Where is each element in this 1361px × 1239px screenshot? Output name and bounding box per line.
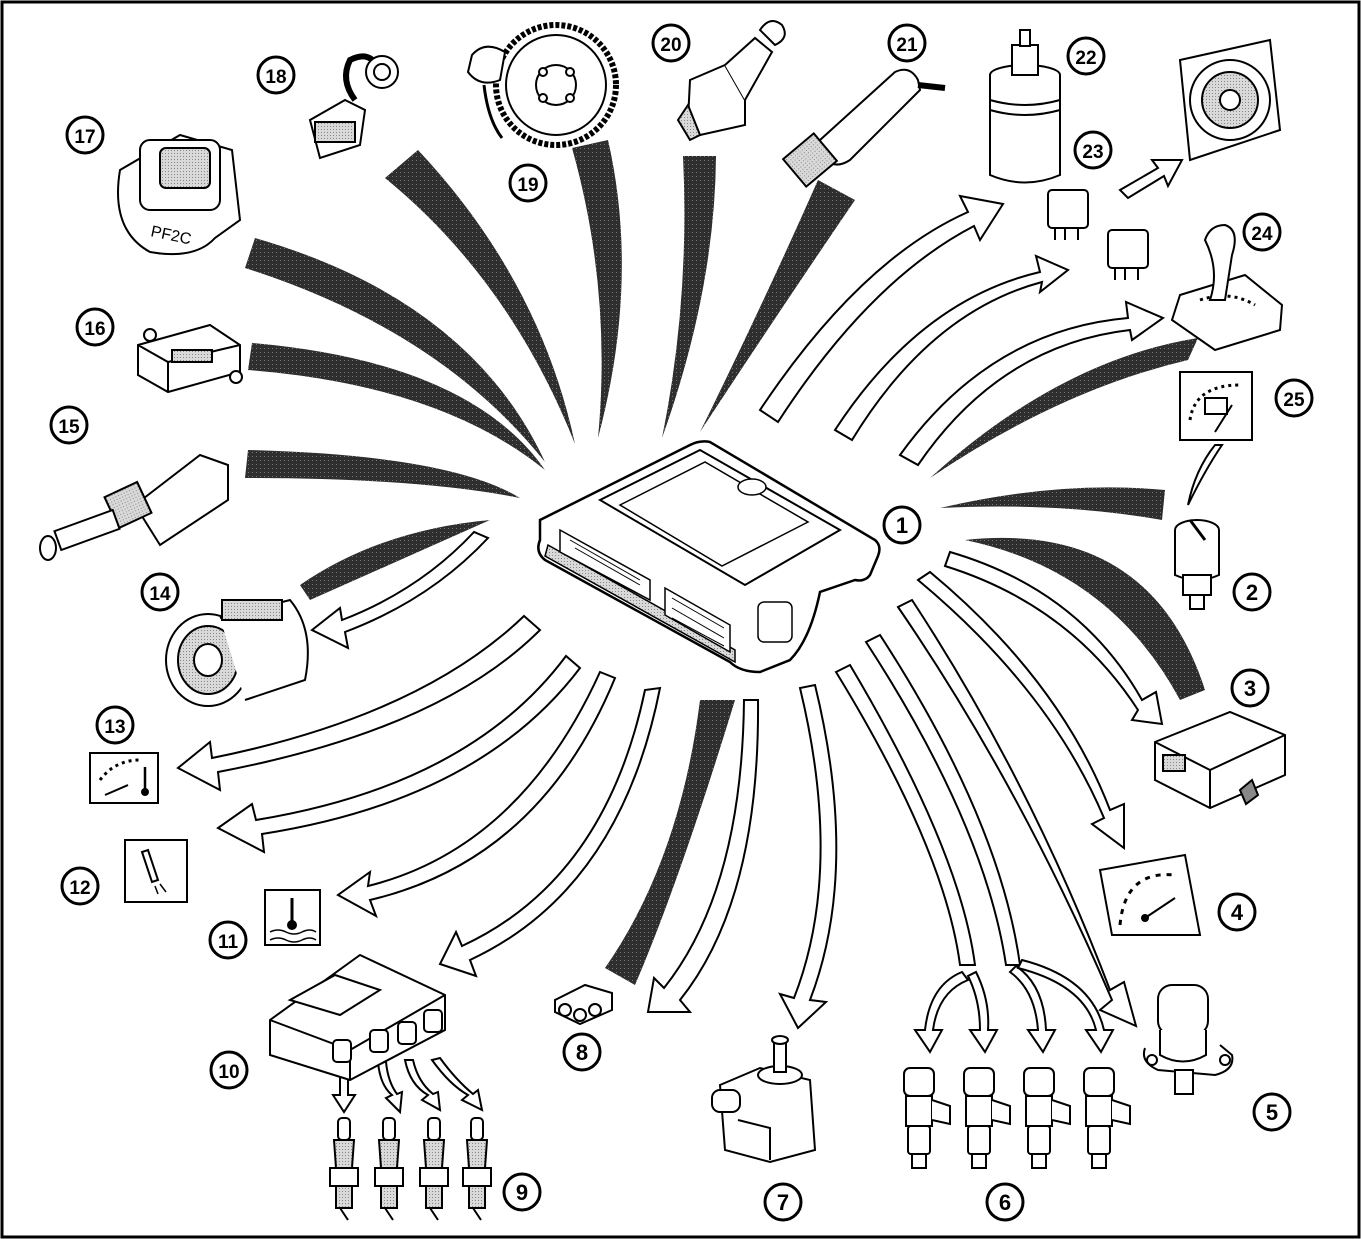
callout-23: 23 [1075,132,1111,168]
callout-21: 21 [889,25,925,61]
callout-label: 20 [660,35,681,56]
callout-label: 14 [149,584,171,605]
glow-indicator-icon [125,840,187,902]
callout-14: 14 [142,574,178,610]
callout-24: 24 [1244,214,1280,250]
callout-1: 1 [884,507,920,543]
callout-label: 2 [1246,580,1258,605]
callout-5: 5 [1254,1094,1290,1130]
callout-label: 22 [1075,48,1096,69]
coolant-temp-warning-icon [265,890,320,945]
callout-label: 8 [576,1040,588,1065]
coolant-gauge-icon [90,753,158,803]
callout-8: 8 [564,1034,600,1070]
callout-label: 23 [1082,142,1103,163]
callout-label: 21 [896,35,918,56]
callout-label: 1 [896,513,908,538]
callout-12: 12 [62,868,98,904]
callout-17: 17 [67,117,103,153]
callout-11: 11 [210,922,246,958]
callout-16: 16 [77,309,113,345]
callout-3: 3 [1232,670,1268,706]
callout-label: 25 [1283,390,1305,411]
callout-label: 17 [74,127,95,148]
callout-7: 7 [765,1184,801,1220]
callout-10: 10 [211,1052,247,1088]
callout-label: 18 [265,67,286,88]
tachometer-icon [1100,855,1200,935]
callout-20: 20 [653,25,689,61]
callout-label: 24 [1251,224,1273,245]
callout-18: 18 [258,57,294,93]
callout-2: 2 [1234,574,1270,610]
callout-6: 6 [987,1184,1023,1220]
callout-25: 25 [1276,380,1312,416]
callout-label: 13 [104,717,125,738]
callout-label: 6 [999,1190,1011,1215]
callout-13: 13 [97,707,133,743]
callout-label: 9 [516,1180,528,1205]
callout-label: 4 [1231,900,1244,925]
callout-label: 19 [517,175,538,196]
callout-label: 5 [1266,1100,1278,1125]
callout-9: 9 [504,1174,540,1210]
callout-label: 11 [218,932,239,953]
callout-label: 12 [69,878,90,899]
callout-label: 16 [84,319,105,340]
callout-label: 7 [777,1190,789,1215]
callout-label: 15 [58,417,80,438]
callout-4: 4 [1219,894,1255,930]
callout-19: 19 [510,165,546,201]
callout-label: 3 [1244,676,1256,701]
callout-15: 15 [51,407,87,443]
callout-22: 22 [1068,38,1104,74]
callout-label: 10 [218,1062,239,1083]
